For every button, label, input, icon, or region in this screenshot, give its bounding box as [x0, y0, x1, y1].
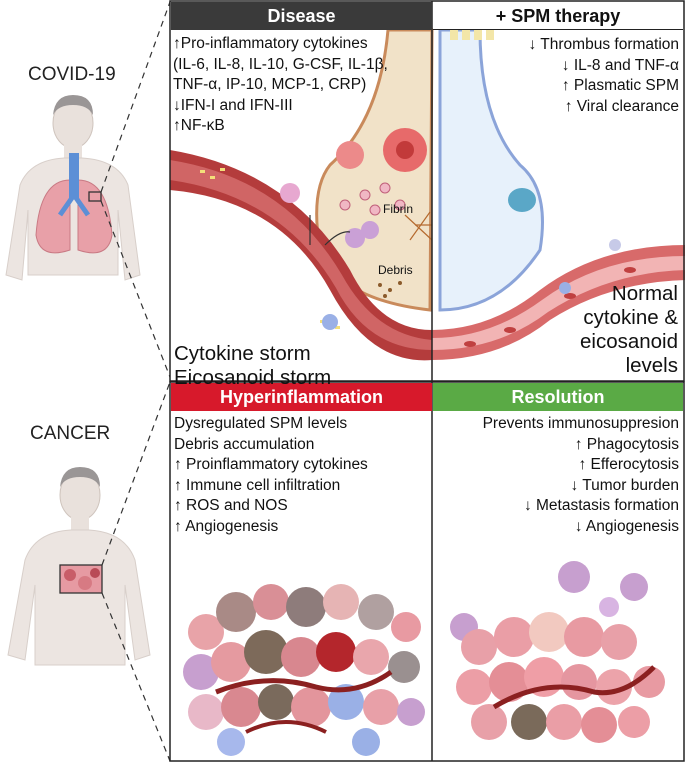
therapy-effect-item: ↓ Thrombus formation	[528, 36, 679, 53]
resolution-header: Resolution	[433, 383, 683, 411]
tumor-resolution-illustration	[450, 561, 665, 743]
disease-effects-list: ↑Pro-inflammatory cytokines (IL-6, IL-8,…	[173, 34, 388, 137]
normal-levels-text: Normal cytokine & eicosanoid levels	[580, 282, 678, 378]
fibrin-label: Fibrin	[383, 202, 414, 216]
resolution-effect-item: ↓ Metastasis formation	[523, 497, 679, 514]
therapy-effect-item: ↓ IL-8 and TNF-α	[561, 56, 679, 74]
disease-header: Disease	[171, 2, 432, 30]
normal-line: Normal	[611, 282, 678, 305]
therapy-effects-list: ↓ Thrombus formation ↓ IL-8 and TNF-α ↑ …	[529, 35, 679, 117]
tumor-hyperinflammation-illustration	[183, 584, 425, 756]
normal-line: levels	[625, 354, 678, 377]
resolution-effect-item: ↓ Tumor burden	[570, 476, 679, 494]
hyper-effect-item: Debris accumulation	[174, 435, 315, 453]
cancer-row-label: CANCER	[30, 423, 111, 444]
covid-illustration	[170, 20, 685, 361]
therapy-effect-item: ↑ Plasmatic SPM	[561, 77, 679, 94]
therapy-effect-item: ↑ Viral clearance	[564, 97, 679, 115]
disease-effect-item: ↑Pro-inflammatory cytokines	[173, 35, 368, 52]
covid-row-label: COVID-19	[28, 64, 116, 85]
normal-line: eicosanoid	[579, 330, 678, 353]
hyperinflammation-effects-list: Dysregulated SPM levels Debris accumulat…	[174, 414, 368, 537]
hyperinflammation-header: Hyperinflammation	[171, 383, 432, 411]
storm-line: Cytokine storm	[174, 342, 311, 365]
disease-effect-item: (IL-6, IL-8, IL-10, G-CSF, IL-1β,	[173, 55, 388, 73]
disease-effect-item: ↑NF-κB	[173, 117, 225, 134]
resolution-effect-item: ↑ Efferocytosis	[578, 456, 679, 473]
hyper-effect-item: ↑ Immune cell infiltration	[174, 476, 341, 494]
disease-effect-item: TNF-α, IP-10, MCP-1, CRP)	[173, 76, 367, 93]
storm-text: Cytokine storm Eicosanoid storm	[174, 342, 331, 390]
resolution-effects-list: Prevents immunosuppresion ↑ Phagocytosis…	[483, 414, 679, 537]
hyper-effect-item: ↑ Proinflammatory cytokines	[174, 456, 368, 473]
disease-effect-item: ↓IFN-I and IFN-III	[173, 96, 293, 114]
spm-therapy-header: + SPM therapy	[433, 2, 683, 30]
cancer-body-figure	[7, 467, 151, 666]
hyper-effect-item: ↑ ROS and NOS	[174, 497, 288, 514]
resolution-effect-item: ↑ Phagocytosis	[574, 435, 679, 453]
normal-line: cytokine &	[583, 306, 678, 329]
resolution-effect-item: ↓ Angiogenesis	[574, 517, 679, 535]
storm-line: Eicosanoid storm	[174, 366, 332, 389]
hyper-effect-item: ↑ Angiogenesis	[174, 517, 279, 535]
covid-body-figure	[5, 95, 141, 281]
debris-label: Debris	[378, 263, 413, 277]
hyper-effect-item: Dysregulated SPM levels	[174, 415, 348, 432]
resolution-effect-item: Prevents immunosuppresion	[482, 415, 679, 432]
